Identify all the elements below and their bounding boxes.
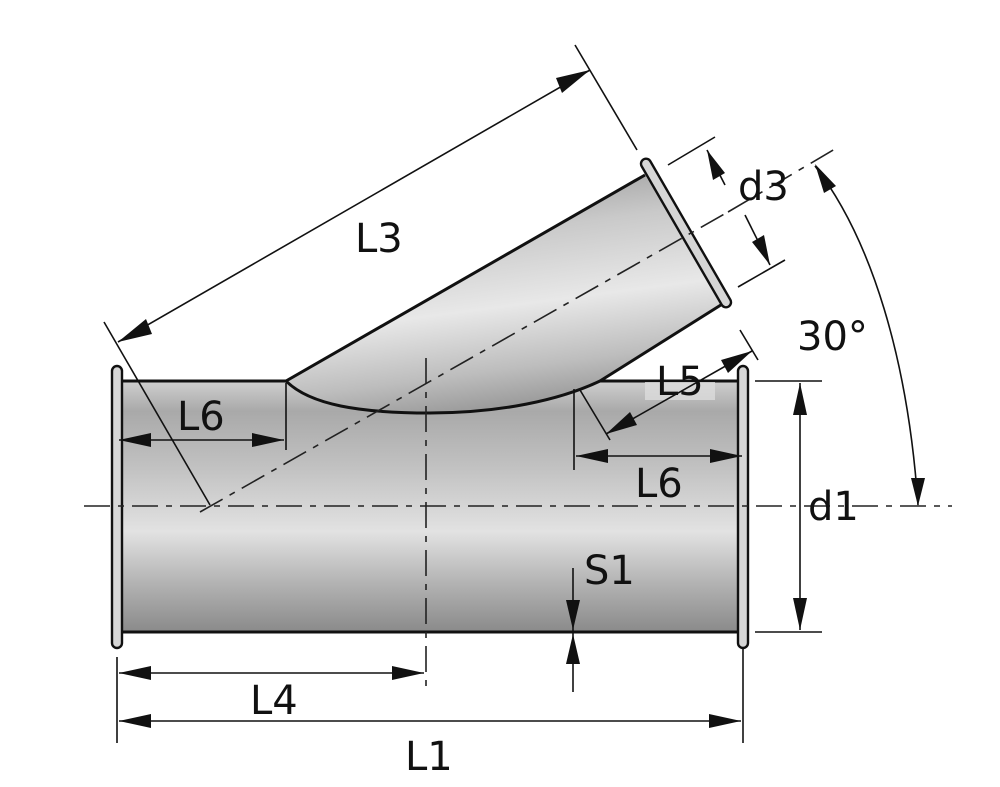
- label-L6-left: L6: [177, 394, 225, 440]
- label-d3: d3: [738, 164, 789, 210]
- branch-centerline: [199, 211, 729, 513]
- label-L5: L5: [656, 359, 704, 405]
- label-L3: L3: [355, 216, 403, 262]
- dim-d3: [667, 136, 786, 288]
- right-flange: [736, 364, 750, 650]
- label-S1: S1: [584, 548, 635, 594]
- label-L1: L1: [405, 734, 453, 780]
- dim-d1: [755, 380, 822, 633]
- branch-pipe: [284, 173, 725, 415]
- branch-axis-extension: [727, 145, 841, 213]
- dim-L6-right: [573, 389, 742, 470]
- label-L6-right: L6: [635, 461, 683, 507]
- dim-S1: [566, 568, 580, 692]
- label-angle: 30°: [797, 314, 868, 360]
- dim-L3: [103, 44, 638, 506]
- left-flange: [110, 364, 124, 650]
- dim-L4: [116, 657, 424, 743]
- branch-flange: [639, 157, 733, 309]
- label-L4: L4: [250, 678, 298, 724]
- label-d1: d1: [808, 484, 859, 530]
- dim-L6-left: [119, 383, 287, 450]
- dim-angle: [814, 164, 925, 506]
- dim-L5: [579, 329, 759, 441]
- dim-L1: [119, 648, 744, 743]
